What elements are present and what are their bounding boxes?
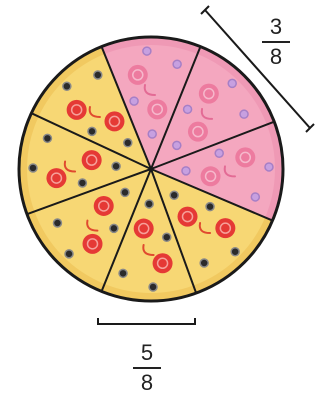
tomato-topping (188, 122, 208, 142)
olive-topping (43, 134, 51, 142)
tomato-topping (235, 147, 255, 167)
tomato-topping (178, 207, 198, 227)
tomato-topping (67, 100, 87, 120)
olive-topping (170, 191, 178, 199)
pizza-fraction-diagram: 3 8 5 8 (0, 0, 322, 388)
fraction-top-bar (262, 41, 290, 43)
olive-topping (265, 163, 273, 171)
olive-topping (173, 141, 181, 149)
olive-topping (231, 248, 239, 256)
olive-topping (200, 259, 208, 267)
olive-topping (206, 203, 214, 211)
fraction-bottom-bar (133, 367, 161, 369)
olive-topping (130, 97, 138, 105)
olive-topping (112, 162, 120, 170)
tomato-topping (82, 150, 102, 170)
fraction-bottom-numerator: 5 (127, 340, 167, 366)
olive-topping (65, 250, 73, 258)
tomato-topping (128, 65, 148, 85)
olive-topping (63, 82, 71, 90)
olive-topping (88, 127, 96, 135)
olive-topping (78, 179, 86, 187)
olive-topping (215, 149, 223, 157)
olive-topping (121, 188, 129, 196)
tomato-topping (134, 219, 154, 239)
olive-topping (29, 164, 37, 172)
tomato-topping (215, 218, 235, 238)
olive-topping (145, 200, 153, 208)
olive-topping (110, 224, 118, 232)
fraction-bottom-denominator: 8 (127, 370, 167, 396)
olive-topping (124, 139, 132, 147)
olive-topping (184, 105, 192, 113)
olive-topping (149, 283, 157, 291)
olive-topping (163, 233, 171, 241)
tomato-topping (94, 196, 114, 216)
olive-topping (143, 47, 151, 55)
tomato-topping (46, 168, 66, 188)
olive-topping (182, 167, 190, 175)
olive-topping (173, 60, 181, 68)
tomato-topping (83, 234, 103, 254)
tomato-topping (201, 166, 221, 186)
olive-topping (53, 219, 61, 227)
olive-topping (240, 110, 248, 118)
tomato-topping (199, 84, 219, 104)
olive-topping (148, 130, 156, 138)
tomato-topping (104, 111, 124, 131)
olive-topping (119, 269, 127, 277)
olive-topping (228, 79, 236, 87)
olive-topping (94, 71, 102, 79)
yellow-portion-bracket (98, 318, 195, 324)
fraction-top-numerator: 3 (256, 14, 296, 40)
fraction-three-eighths: 3 8 (256, 14, 296, 70)
olive-topping (251, 193, 259, 201)
fraction-top-denominator: 8 (256, 44, 296, 70)
tomato-topping (147, 99, 167, 119)
tomato-topping (153, 253, 173, 273)
